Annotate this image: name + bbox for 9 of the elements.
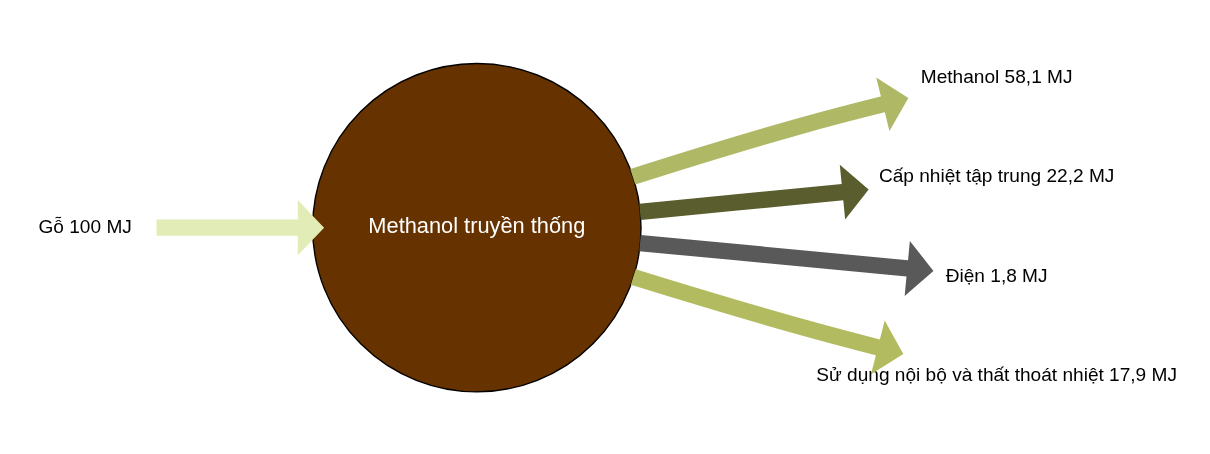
node-text: Gỗ 100 MJ [38,215,132,237]
node-text: Methanol 58,1 MJ [920,65,1073,87]
node-text: Sử dụng nội bộ và thất thoát nhiệt 17,9 MJ [816,364,1177,386]
node-text: Cấp nhiệt tập trung 22,2 MJ [878,165,1115,187]
arrow [630,269,904,375]
arrow [630,77,909,185]
node-text: Điện 1,8 MJ [945,264,1048,286]
arrow [156,200,325,256]
node-circle: Methanol truyền thống [311,62,642,393]
